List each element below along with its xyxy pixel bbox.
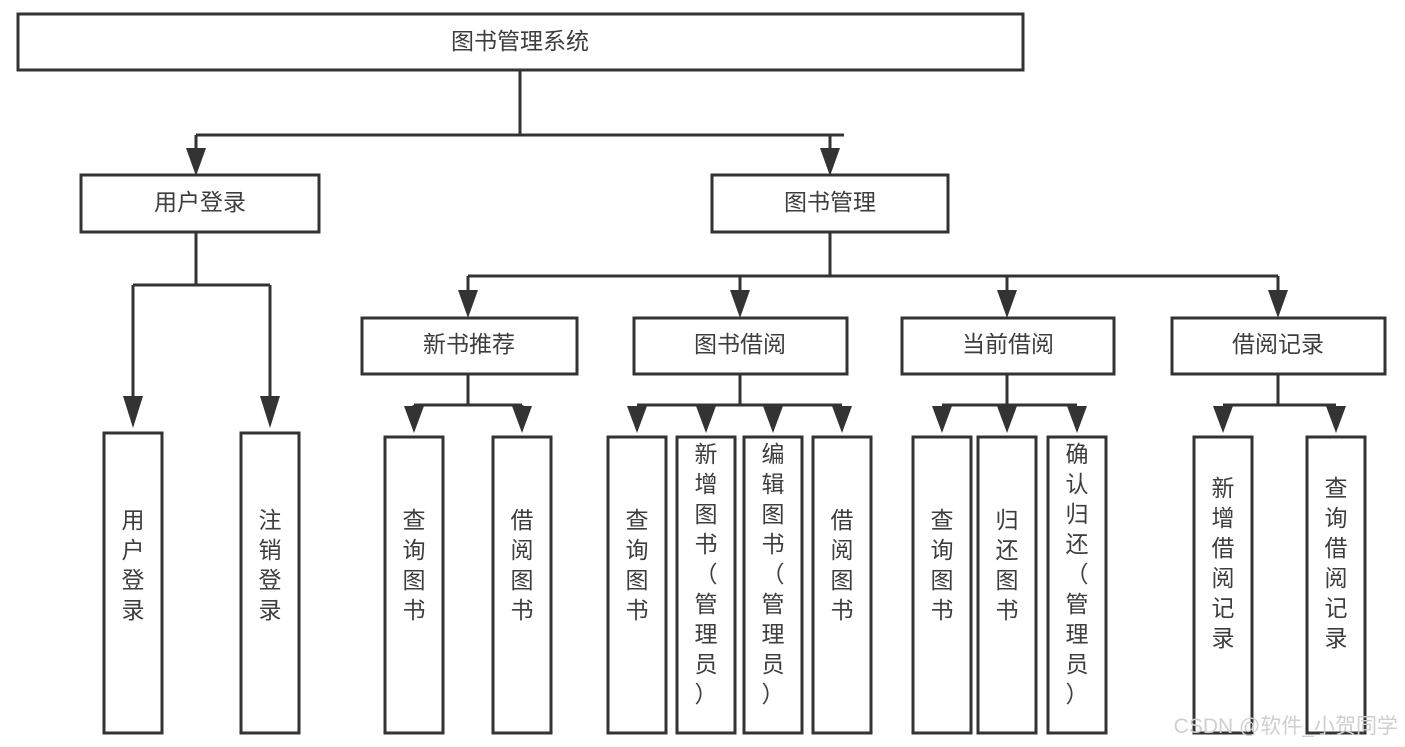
arrow-head-leaf-query-book-2 [627, 406, 647, 433]
node-book-borrow-box[interactable] [632, 316, 849, 376]
node-leaf-logout[interactable]: 注销登录 [239, 431, 301, 735]
connector-group-book-borrow [627, 374, 852, 433]
node-leaf-confirm-return-label: 确认归还（管理员） [1066, 441, 1089, 707]
node-leaf-borrow-book-1-box[interactable] [491, 435, 553, 735]
node-leaf-borrow-book-2[interactable]: 借阅图书 [811, 435, 873, 735]
node-leaf-add-book[interactable]: 新增图书（管理员） [675, 435, 737, 735]
arrow-head-new-book-recommend [458, 290, 478, 318]
node-leaf-borrow-book-2-label: 借阅图书 [831, 507, 854, 623]
node-leaf-add-record[interactable]: 新增借阅记录 [1192, 435, 1254, 735]
arrow-head-current-borrow [997, 290, 1017, 318]
node-leaf-add-record-box[interactable] [1192, 435, 1254, 735]
node-leaf-query-book-3-label: 查询图书 [931, 507, 954, 623]
node-leaf-add-book-label: 新增图书（管理员） [695, 441, 718, 707]
node-leaf-edit-book[interactable]: 编辑图书（管理员） [742, 435, 804, 735]
arrow-head-leaf-add-record [1213, 406, 1233, 433]
node-leaf-query-book-1[interactable]: 查询图书 [383, 435, 445, 735]
node-leaf-query-record[interactable]: 查询借阅记录 [1305, 435, 1367, 735]
arrow-head-leaf-query-book-3 [932, 406, 952, 433]
arrow-head-leaf-return-book [997, 406, 1017, 433]
node-book-borrow-label: 图书借阅 [694, 331, 786, 357]
arrow-head-leaf-add-book [696, 406, 716, 433]
node-leaf-borrow-book-2-box[interactable] [811, 435, 873, 735]
node-root-label: 图书管理系统 [451, 28, 589, 54]
node-user-login[interactable]: 用户登录 [79, 173, 321, 234]
node-leaf-user-login-box[interactable] [102, 431, 164, 735]
connector-group-book-management [458, 232, 1288, 318]
connector-group-current-borrow [932, 374, 1087, 433]
node-new-book-recommend-label: 新书推荐 [423, 331, 515, 357]
arrow-head-user-login [186, 148, 206, 176]
node-leaf-query-book-2-label: 查询图书 [626, 507, 649, 623]
node-leaf-confirm-return-box[interactable] [1046, 435, 1108, 735]
arrow-head-book-borrow [730, 290, 750, 318]
arrow-head-leaf-edit-book [763, 406, 783, 433]
node-leaf-add-record-label: 新增借阅记录 [1212, 475, 1235, 651]
node-leaf-query-book-1-box[interactable] [383, 435, 445, 735]
arrow-head-book-management [820, 148, 840, 176]
node-leaf-logout-box[interactable] [239, 431, 301, 735]
node-current-borrow-box[interactable] [900, 316, 1116, 376]
connector-group-user-login [123, 232, 280, 428]
arrow-head-leaf-borrow-book-1 [512, 406, 532, 433]
node-root-box[interactable] [16, 12, 1025, 72]
node-borrow-record[interactable]: 借阅记录 [1170, 316, 1387, 376]
node-leaf-edit-book-label: 编辑图书（管理员） [762, 441, 785, 707]
node-leaf-query-book-2[interactable]: 查询图书 [606, 435, 668, 735]
connector-group-borrow-record [1213, 374, 1346, 433]
node-leaf-borrow-book-1-label: 借阅图书 [511, 507, 534, 623]
arrow-head-leaf-confirm-return [1067, 406, 1087, 433]
arrow-head-leaf-borrow-book-2 [832, 406, 852, 433]
node-leaf-return-book[interactable]: 归还图书 [976, 435, 1038, 735]
node-leaf-query-book-1-label: 查询图书 [403, 507, 426, 623]
node-book-management[interactable]: 图书管理 [710, 173, 950, 234]
node-leaf-logout-label: 注销登录 [259, 507, 282, 623]
node-leaf-query-book-3-box[interactable] [911, 435, 973, 735]
node-leaf-return-book-box[interactable] [976, 435, 1038, 735]
node-leaf-confirm-return[interactable]: 确认归还（管理员） [1046, 435, 1108, 735]
arrow-head-leaf-query-record [1326, 406, 1346, 433]
arrow-head-leaf-logout [260, 396, 280, 428]
node-user-login-box[interactable] [79, 173, 321, 234]
node-root[interactable]: 图书管理系统 [16, 12, 1025, 72]
arrow-head-leaf-user-login [123, 396, 143, 428]
arrow-head-borrow-record [1268, 290, 1288, 318]
node-book-borrow[interactable]: 图书借阅 [632, 316, 849, 376]
node-current-borrow[interactable]: 当前借阅 [900, 316, 1116, 376]
node-leaf-user-login[interactable]: 用户登录 [102, 431, 164, 735]
connector-group-new-book-recommend [404, 374, 532, 433]
node-book-management-box[interactable] [710, 173, 950, 234]
node-leaf-query-record-label: 查询借阅记录 [1325, 475, 1348, 651]
node-new-book-recommend-box[interactable] [360, 316, 579, 376]
node-leaf-query-record-box[interactable] [1305, 435, 1367, 735]
node-leaf-add-book-box[interactable] [675, 435, 737, 735]
csdn-watermark: CSDN @软件_小贺同学 [1174, 715, 1398, 738]
connector-group-root [186, 70, 844, 176]
node-current-borrow-label: 当前借阅 [962, 331, 1054, 357]
node-leaf-borrow-book-1[interactable]: 借阅图书 [491, 435, 553, 735]
node-borrow-record-box[interactable] [1170, 316, 1387, 376]
node-leaf-query-book-3[interactable]: 查询图书 [911, 435, 973, 735]
node-leaf-user-login-label: 用户登录 [122, 507, 145, 623]
node-borrow-record-label: 借阅记录 [1232, 331, 1324, 357]
arrow-head-leaf-query-book-1 [404, 406, 424, 433]
node-leaf-edit-book-box[interactable] [742, 435, 804, 735]
node-leaf-query-book-2-box[interactable] [606, 435, 668, 735]
node-leaf-return-book-label: 归还图书 [996, 507, 1019, 623]
node-book-management-label: 图书管理 [784, 189, 876, 215]
node-new-book-recommend[interactable]: 新书推荐 [360, 316, 579, 376]
node-user-login-label: 用户登录 [154, 189, 246, 215]
